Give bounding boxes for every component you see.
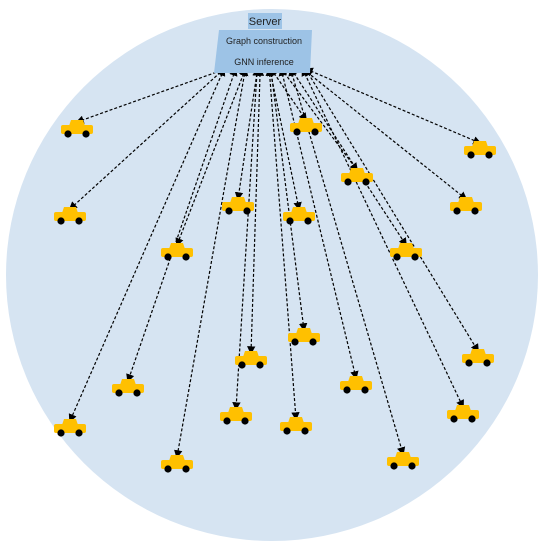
car-icon [220,407,252,425]
car-roof [169,243,185,249]
car-wheel [225,207,233,215]
car-wheel [64,130,72,138]
car-icon [462,349,494,367]
car-wheel [468,415,476,423]
car-icon [222,197,254,215]
car-wheel [182,253,190,261]
car-wheel [362,178,370,186]
server-node: Server Graph construction GNN inference [214,13,312,73]
car-wheel [361,386,369,394]
car-wheel [450,415,458,423]
car-wheel [283,427,291,435]
car-roof [296,328,312,334]
car-icon [54,419,86,437]
car-icon [464,141,496,159]
server-box [214,30,312,73]
car-icon [447,405,479,423]
car-roof [395,452,411,458]
car-wheel [75,217,83,225]
car-wheel [311,128,319,136]
car-roof [472,141,488,147]
car-wheel [301,427,309,435]
car-wheel [115,389,123,397]
car-wheel [82,130,90,138]
car-wheel [241,417,249,425]
car-icon [161,243,193,261]
car-roof [288,417,304,423]
link-20 [174,67,249,459]
car-icon [61,120,93,138]
car-wheel [467,151,475,159]
car-roof [458,197,474,203]
car-wheel [393,253,401,261]
car-wheel [291,338,299,346]
car-wheel [411,253,419,261]
car-wheel [238,361,246,369]
vehicles [54,118,496,473]
car-roof [298,118,314,124]
car-roof [169,455,185,461]
car-wheel [57,217,65,225]
car-roof [230,197,246,203]
car-roof [228,407,244,413]
car-wheel [75,429,83,437]
car-wheel [483,359,491,367]
car-icon [283,207,315,225]
car-wheel [57,429,65,437]
server-title: Server [249,16,282,28]
car-icon [387,452,419,470]
car-wheel [304,217,312,225]
car-roof [398,243,414,249]
car-wheel [293,128,301,136]
coverage-area [6,9,538,541]
car-roof [348,376,364,382]
car-wheel [471,207,479,215]
car-wheel [133,389,141,397]
car-wheel [286,217,294,225]
car-roof [62,207,78,213]
car-icon [450,197,482,215]
car-roof [349,168,365,174]
car-roof [69,120,85,126]
car-wheel [408,462,416,470]
car-roof [243,351,259,357]
car-icon [161,455,193,473]
car-wheel [390,462,398,470]
car-roof [291,207,307,213]
car-icon [112,379,144,397]
link-16 [68,67,226,423]
car-wheel [453,207,461,215]
car-wheel [223,417,231,425]
communication-links [68,67,482,459]
car-wheel [164,465,172,473]
car-icon [54,207,86,225]
server-line-gnn-inference: GNN inference [234,57,294,67]
server-title-box [248,13,282,29]
car-wheel [465,359,473,367]
car-icon [341,168,373,186]
car-roof [62,419,78,425]
car-roof [455,405,471,411]
car-icon [290,118,322,136]
car-icon [235,351,267,369]
car-roof [470,349,486,355]
car-wheel [344,178,352,186]
car-icon [280,417,312,435]
car-wheel [243,207,251,215]
car-icon [340,376,372,394]
car-wheel [485,151,493,159]
link-21 [288,67,406,456]
car-icon [288,328,320,346]
car-wheel [164,253,172,261]
server-line-graph-construction: Graph construction [226,36,302,46]
car-wheel [256,361,264,369]
car-wheel [343,386,351,394]
car-roof [120,379,136,385]
car-wheel [182,465,190,473]
car-icon [390,243,422,261]
car-wheel [309,338,317,346]
